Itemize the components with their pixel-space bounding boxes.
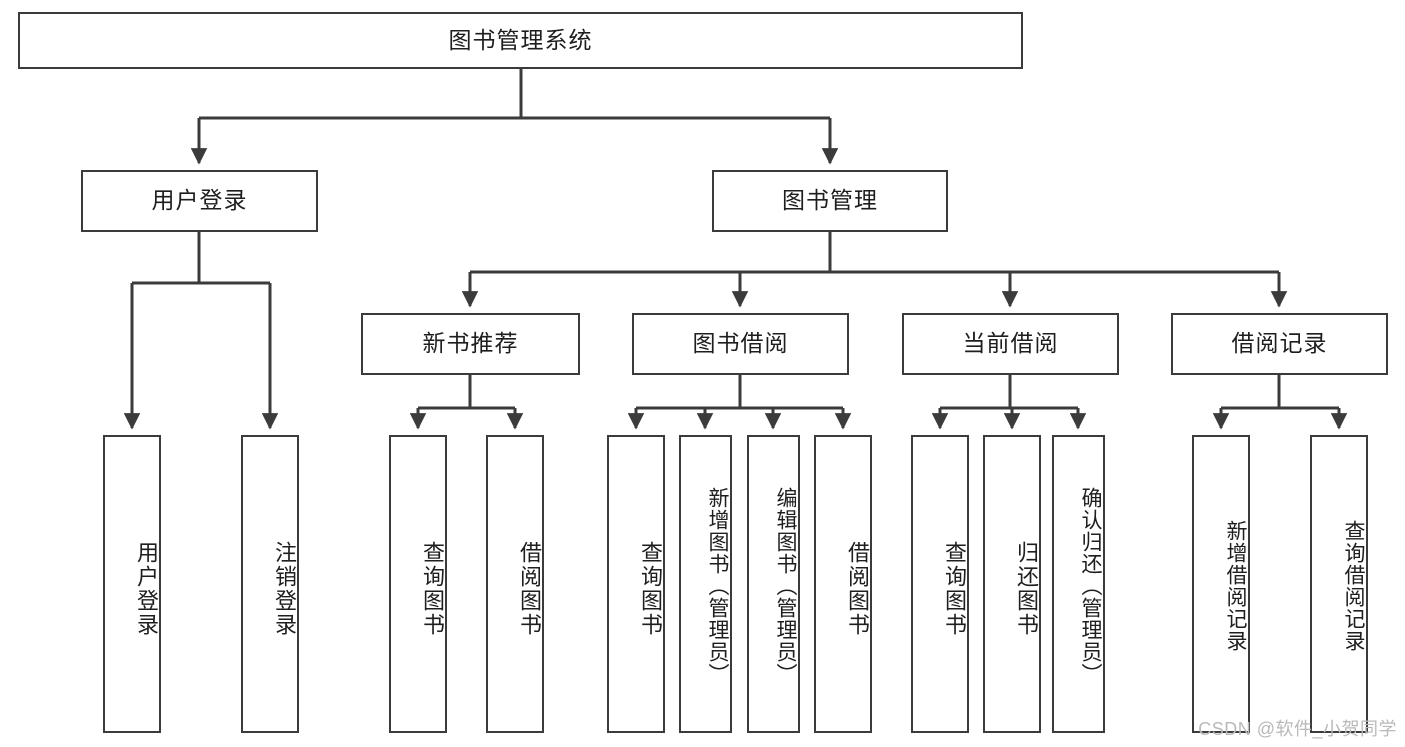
leaf-borrow-book-2[interactable]: 借阅图书: [814, 435, 872, 733]
leaf-query-book-3[interactable]: 查询图书: [911, 435, 969, 733]
leaf-query-book-2[interactable]: 查询图书: [607, 435, 665, 733]
node-new-book-rec[interactable]: 新书推荐: [361, 313, 580, 375]
node-borrow-record[interactable]: 借阅记录: [1171, 313, 1388, 375]
leaf-add-book[interactable]: 新增图书（管理员）: [679, 435, 732, 733]
leaf-query-book-1[interactable]: 查询图书: [389, 435, 447, 733]
leaf-logout[interactable]: 注销登录: [241, 435, 299, 733]
node-user-login[interactable]: 用户登录: [81, 170, 318, 232]
leaf-return-book[interactable]: 归还图书: [983, 435, 1041, 733]
leaf-edit-book[interactable]: 编辑图书（管理员）: [747, 435, 800, 733]
node-root[interactable]: 图书管理系统: [18, 12, 1023, 69]
leaf-add-record[interactable]: 新增借阅记录: [1192, 435, 1250, 733]
node-book-manage[interactable]: 图书管理: [712, 170, 948, 232]
node-book-borrow[interactable]: 图书借阅: [632, 313, 849, 375]
node-current-borrow[interactable]: 当前借阅: [902, 313, 1119, 375]
leaf-borrow-book-1[interactable]: 借阅图书: [486, 435, 544, 733]
leaf-user-login[interactable]: 用户登录: [103, 435, 161, 733]
leaf-confirm-return[interactable]: 确认归还（管理员）: [1052, 435, 1105, 733]
leaf-query-record[interactable]: 查询借阅记录: [1310, 435, 1368, 733]
csdn-watermark: CSDN @软件_小贺同学: [1198, 719, 1397, 739]
